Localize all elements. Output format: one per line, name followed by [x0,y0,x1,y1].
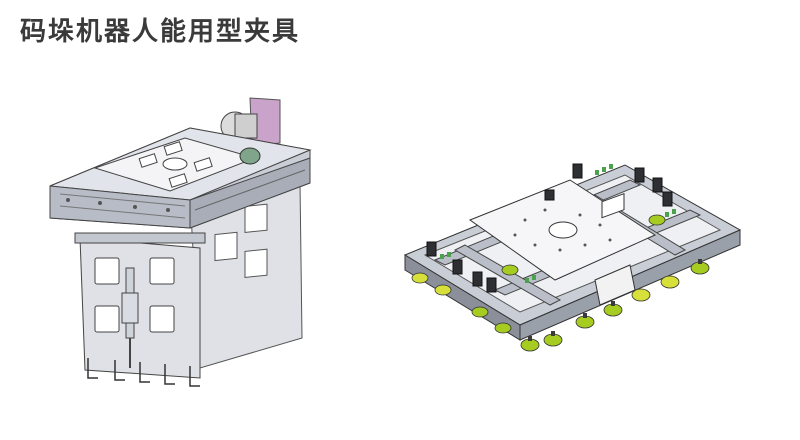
fork-clamp-gripper-icon [49,97,312,387]
clamp-gripper-illustration [40,88,340,408]
vacuum-suction-gripper-icon [403,163,742,352]
page-title: 码垛机器人能用型夹具 [20,17,301,47]
suction-gripper-illustration [395,150,755,370]
